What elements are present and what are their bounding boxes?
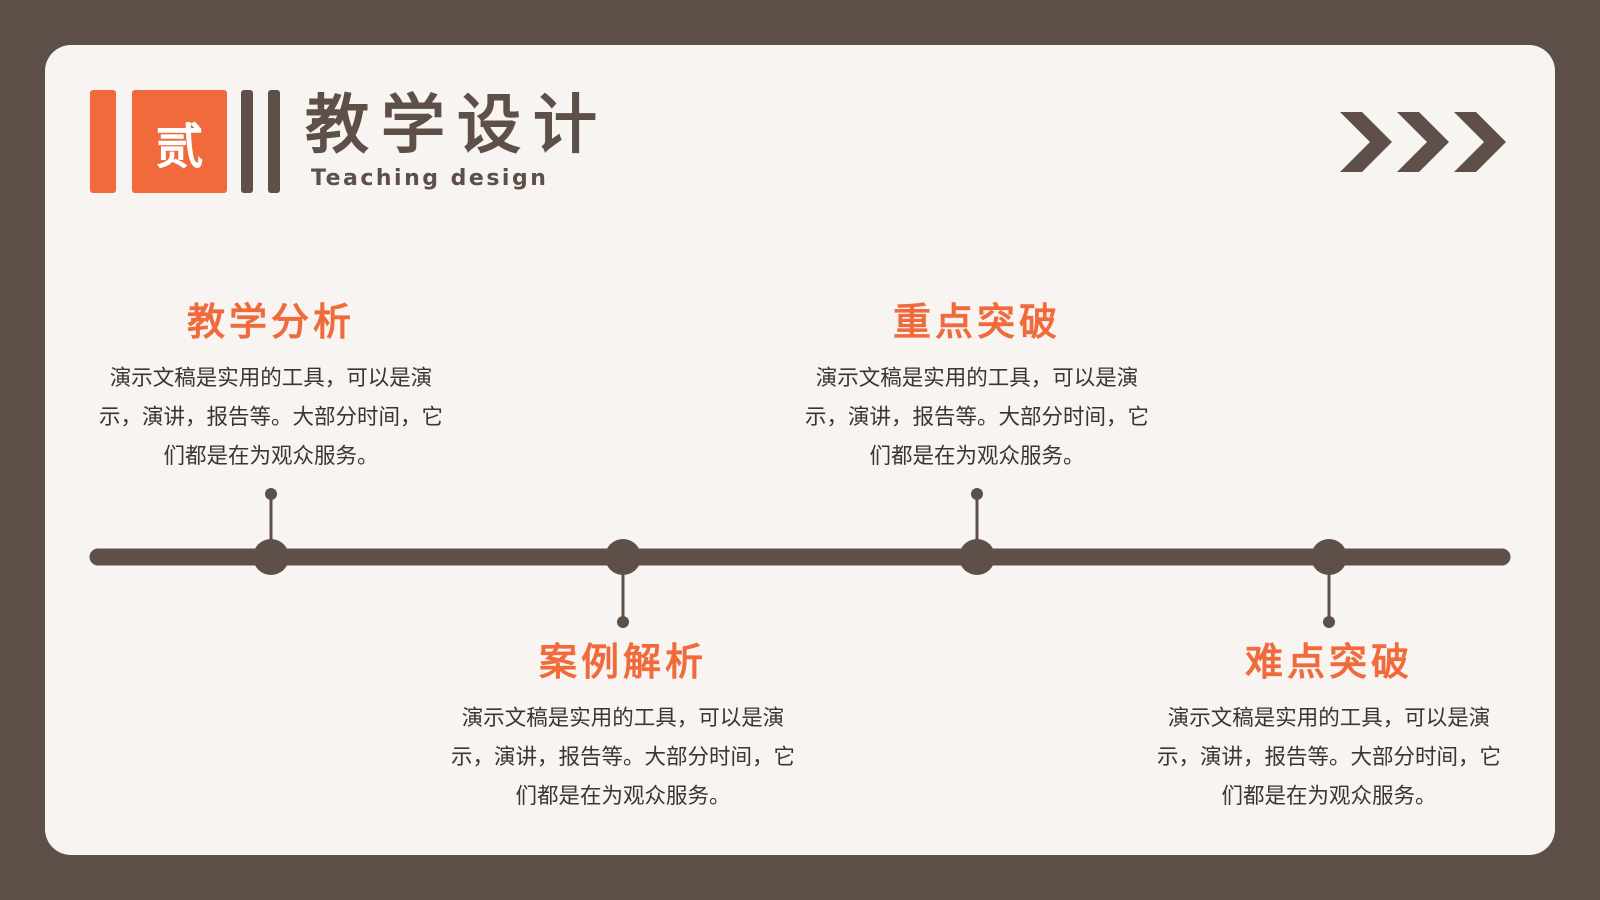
page-title: 教学设计 <box>305 89 609 163</box>
timeline-end-dot <box>265 488 277 500</box>
stage-title: 重点突破 <box>892 300 1061 344</box>
chevrons-right-icon <box>1340 112 1506 172</box>
section-number-badge: 贰 <box>132 90 227 193</box>
stage-description: 演示文稿是实用的工具，可以是演示，演讲，报告等。大部分时间，它们都是在为观众服务… <box>804 366 1149 469</box>
slide-card <box>45 45 1555 855</box>
stage-title: 案例解析 <box>538 640 707 684</box>
page-subtitle: Teaching design <box>311 166 549 191</box>
timeline-node <box>959 539 995 575</box>
divider-line <box>241 90 253 193</box>
timeline-end-dot <box>1323 616 1335 628</box>
timeline-end-dot <box>617 616 629 628</box>
timeline-node <box>253 539 289 575</box>
stage-description: 演示文稿是实用的工具，可以是演示，演讲，报告等。大部分时间，它们都是在为观众服务… <box>1156 706 1501 809</box>
accent-bar <box>90 90 116 193</box>
divider-line <box>268 90 280 193</box>
stage-description: 演示文稿是实用的工具，可以是演示，演讲，报告等。大部分时间，它们都是在为观众服务… <box>450 706 795 809</box>
stage-title: 教学分析 <box>186 300 355 344</box>
stage-description: 演示文稿是实用的工具，可以是演示，演讲，报告等。大部分时间，它们都是在为观众服务… <box>98 366 443 469</box>
stage-title: 难点突破 <box>1244 640 1413 684</box>
timeline-node <box>605 539 641 575</box>
timeline-end-dot <box>971 488 983 500</box>
timeline-node <box>1311 539 1347 575</box>
